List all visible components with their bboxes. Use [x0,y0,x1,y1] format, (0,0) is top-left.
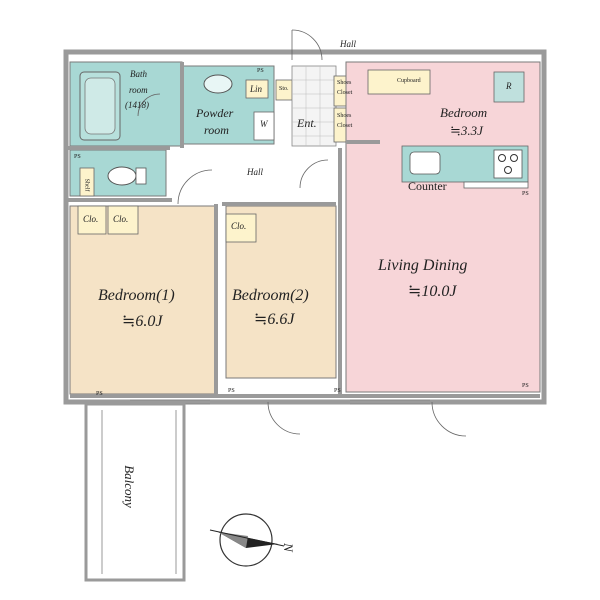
ps-label-5: PS [96,391,103,397]
living-dining-label: Living Dining [378,257,468,274]
kitchen-sink [409,151,441,175]
shoes-closet-2-label-2: Closet [337,123,353,129]
hall-mid-label: Hall [247,167,264,177]
small-bedroom-area: ≒3.3J [450,123,483,138]
door-swings [137,29,467,437]
small-bedroom-label: Bedroom [440,105,488,120]
living-dining-area [345,61,541,393]
compass-north-label: N [280,543,296,552]
bathtub-inner [84,77,116,135]
balcony-label: Balcony [121,465,137,508]
bedroom-2-area-text: ≒6.6J [254,311,295,328]
interior-walls [68,62,540,398]
bathroom-label-3: (1418) [125,100,149,110]
ps-label-6: PS [334,388,341,394]
bathroom-label-1: Bath [130,69,147,79]
shelf-label: Shelf [83,178,90,192]
counter-bar [463,181,529,189]
toilet-tank [135,167,147,185]
entrance-floor [291,65,337,147]
linen-cabinet [245,79,269,99]
closet-1b-label: Clo. [113,214,129,224]
ps-label-7: PS [522,383,529,389]
powder-room-label-1: Powder [196,106,234,120]
bedroom-1-area [69,205,217,395]
bathroom-label-2: room [129,85,148,95]
closet-1a-unit [77,205,107,235]
bedroom-1-area-text: ≒6.0J [122,313,163,330]
ps-label-1: PS [257,68,264,74]
burner-2 [510,154,518,162]
closet-1b-unit [107,205,139,235]
shelf-unit [79,167,95,197]
ps-label-2: PS [74,154,81,160]
hall-floor [170,148,345,203]
closet-2-label: Clo. [231,221,247,231]
living-dining-area-text: ≒10.0J [408,283,457,300]
bedroom-1-label: Bedroom(1) [98,287,175,304]
washer-space [253,111,275,141]
powder-room-label-2: room [204,123,229,137]
ps-label-4: PS [228,388,235,394]
toilet [107,166,137,186]
refrigerator [493,71,525,103]
burner-3 [504,166,512,174]
washer-label: W [260,119,268,129]
ps-label-3: PS [522,191,529,197]
compass-rose [209,513,285,567]
hall-top-label: Hall [340,39,357,49]
shoes-closet-1-label-2: Closet [337,90,353,96]
entrance-label: Ent. [297,116,317,130]
closet-2-unit [225,213,257,243]
cupboard-unit [367,69,431,95]
balcony-area [84,402,186,582]
burner-1 [498,154,506,162]
storage-label: Sto. [279,86,289,92]
shoes-closet-1-label-1: Shoes [337,80,352,86]
washbasin [203,74,233,94]
closet-1a-label: Clo. [83,214,99,224]
linen-label: Lin [250,84,263,94]
fridge-label: R [506,81,512,91]
shoes-closet-2-label-1: Shoes [337,113,352,119]
counter-label: Counter [408,179,447,193]
cupboard-label: Cupboard [397,78,421,84]
bedroom-2-label: Bedroom(2) [232,287,309,304]
